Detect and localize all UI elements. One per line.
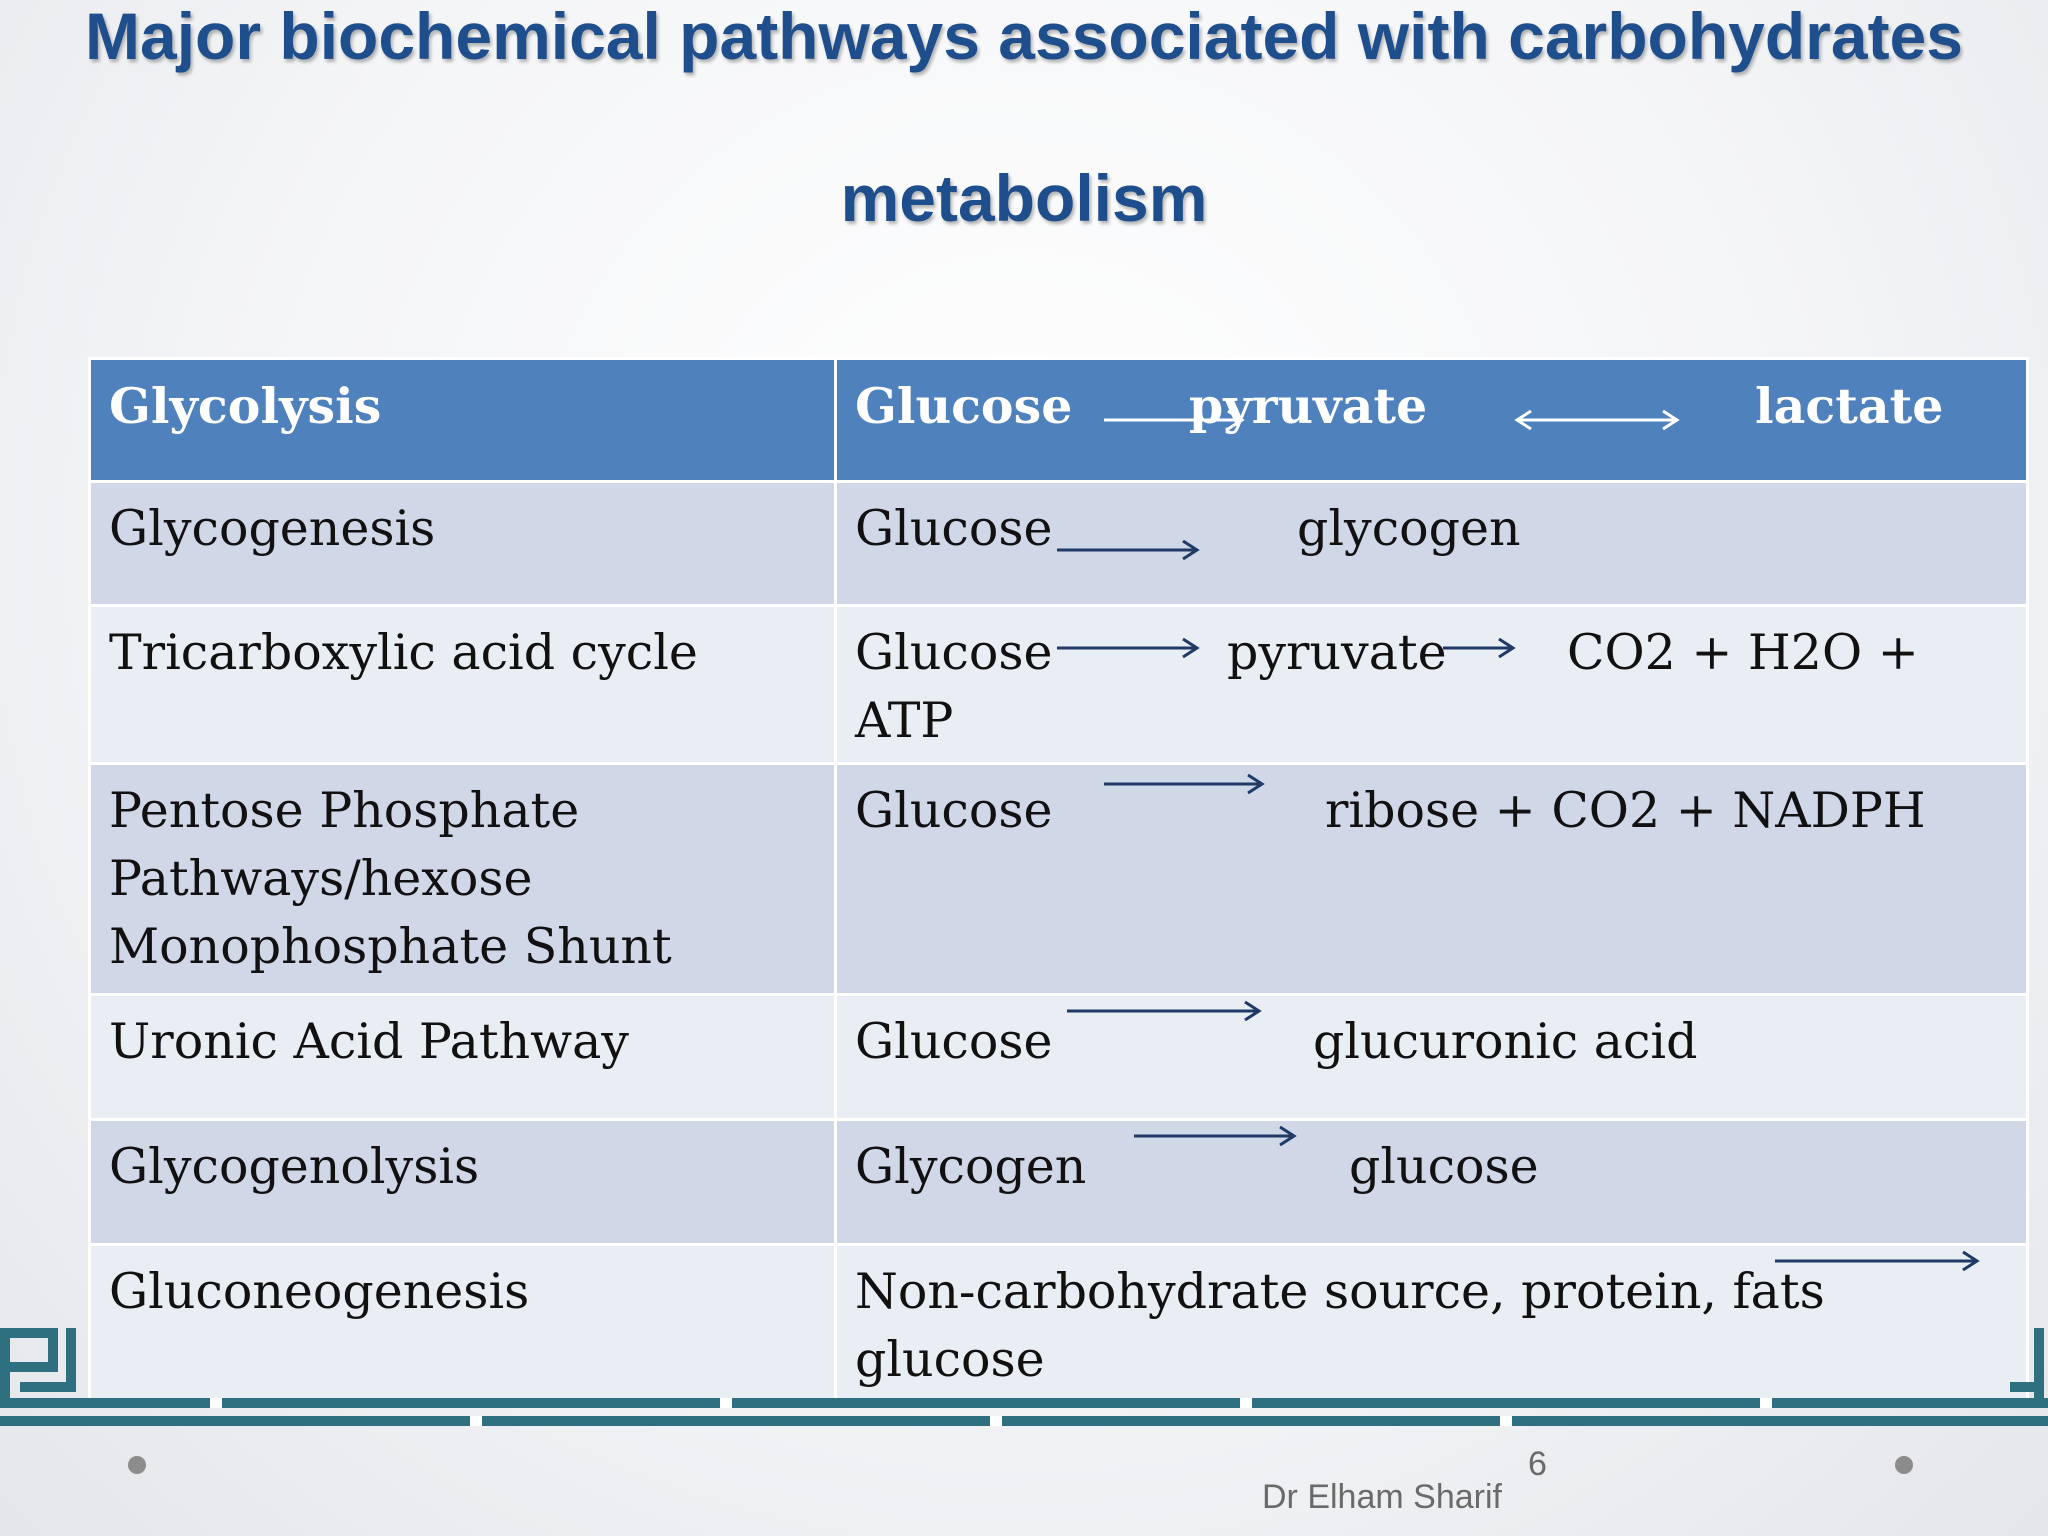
reaction-substrate: Glucose: [855, 377, 1073, 435]
reaction-product: glycogen: [1297, 500, 1521, 557]
slide-title-line-2: metabolism: [840, 161, 1208, 235]
reaction-product: glucuronic acid: [1313, 1013, 1698, 1070]
pathway-reaction: Glucose ribose + CO2 + NADPH: [834, 762, 2029, 996]
pathway-name: Uronic Acid Pathway: [88, 993, 837, 1121]
reaction-product-continued: ATP: [855, 692, 954, 749]
pathway-name: Tricarboxylic acid cycle: [88, 604, 837, 765]
table-row-uronic-acid: Uronic Acid Pathway Glucose glucuronic a…: [88, 993, 2029, 1121]
arrow-bidirectional-icon: [1514, 409, 1680, 431]
decorative-dot: [128, 1456, 146, 1474]
arrow-right-icon: [1134, 1125, 1297, 1147]
reaction-intermediate: pyruvate: [1189, 377, 1428, 435]
arrow-right-icon: [1104, 409, 1245, 431]
table-row-glycogenolysis: Glycogenolysis Glycogen glucose: [88, 1118, 2029, 1246]
arrow-right-icon: [1775, 1250, 1980, 1272]
reaction-product: ribose + CO2 + NADPH: [1325, 782, 1926, 839]
pathway-reaction: Glycogen glucose: [834, 1118, 2029, 1246]
pathway-name: Pentose Phosphate Pathways/hexose Monoph…: [88, 762, 837, 996]
table-row-gluconeogenesis: Gluconeogenesis Non-carbohydrate source,…: [88, 1243, 2029, 1404]
pathway-name: Gluconeogenesis: [88, 1243, 837, 1404]
arrow-right-icon: [1104, 773, 1265, 795]
reaction-intermediate: pyruvate: [1227, 624, 1447, 681]
decorative-border-motif: [0, 1328, 2048, 1426]
reaction-substrate: Glycogen: [855, 1138, 1087, 1195]
reaction-product: lactate: [1755, 377, 1944, 435]
pathway-name: Glycogenolysis: [88, 1118, 837, 1246]
pathways-table: Glycolysis Glucose pyruvate lactate Glyc…: [88, 357, 2029, 1404]
arrow-right-icon: [1057, 539, 1200, 561]
reaction-substrate: Glucose: [855, 782, 1053, 839]
pathway-reaction: Non-carbohydrate source, protein, fats g…: [834, 1243, 2029, 1404]
pathway-name: Glycolysis: [88, 357, 837, 483]
pathway-reaction: Glucose glycogen: [834, 480, 2029, 607]
reaction-product: glucose: [855, 1331, 1045, 1388]
slide-title-line-1: Major biochemical pathways associated wi…: [85, 0, 1963, 73]
reaction-substrate: Glucose: [855, 500, 1053, 557]
table-row-glycolysis: Glycolysis Glucose pyruvate lactate: [88, 357, 2029, 483]
arrow-right-icon: [1443, 637, 1516, 659]
reaction-substrate: Non-carbohydrate source, protein, fats: [855, 1263, 1825, 1320]
slide-author: Dr Elham Sharif: [1262, 1478, 1502, 1516]
slide-number: 6: [1528, 1445, 1547, 1483]
pathway-reaction: Glucose pyruvate lactate: [834, 357, 2029, 483]
arrow-right-icon: [1067, 1000, 1262, 1022]
pathway-reaction: Glucose glucuronic acid: [834, 993, 2029, 1121]
table-row-pentose-phosphate: Pentose Phosphate Pathways/hexose Monoph…: [88, 762, 2029, 996]
pathway-reaction: Glucose pyruvate CO2 + H2O + ATP: [834, 604, 2029, 765]
table-row-glycogenesis: Glycogenesis Glucose glycogen: [88, 480, 2029, 607]
reaction-substrate: Glucose: [855, 624, 1053, 681]
reaction-product: CO2 + H2O +: [1567, 624, 1919, 681]
reaction-substrate: Glucose: [855, 1013, 1053, 1070]
table-row-tca-cycle: Tricarboxylic acid cycle Glucose pyruvat…: [88, 604, 2029, 765]
decorative-dot: [1895, 1456, 1913, 1474]
arrow-right-icon: [1057, 637, 1200, 659]
reaction-product: glucose: [1349, 1138, 1539, 1195]
pathway-name: Glycogenesis: [88, 480, 837, 607]
